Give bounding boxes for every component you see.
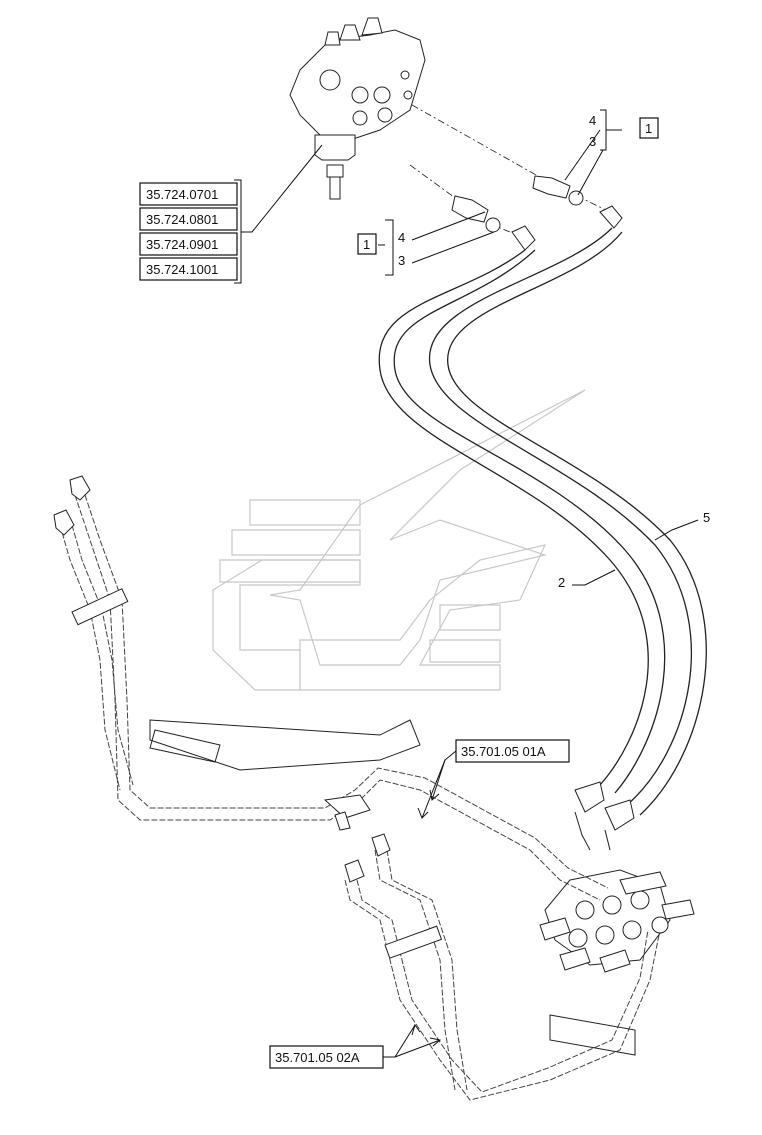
pipe-ref-lower-label: 35.701.05 02A: [275, 1050, 360, 1065]
left-item-label-2: 3: [398, 253, 405, 268]
valve-ref-box-3: [139, 232, 238, 256]
valve-ref-group: 35.724.0701 35.724.0801 35.724.0901 35.7…: [139, 144, 323, 284]
valve-ref-4: 35.724.1001: [146, 262, 218, 277]
pipe-ref-upper-label: 35.701.05 01A: [461, 744, 546, 759]
pipe-assembly-upper: [53, 475, 609, 901]
right-fitting: 4 3 1: [532, 109, 659, 229]
valve-leader: [241, 144, 323, 233]
right-callout-label: 1: [645, 121, 652, 136]
left-item-label-1: 4: [398, 230, 405, 245]
pipe-ref-upper: 35.701.05 01A: [417, 739, 570, 819]
watermark-logo: [212, 389, 586, 691]
left-callout-box: [357, 233, 377, 255]
left-callout-label: 1: [363, 237, 370, 252]
pipe-assembly-lower: [344, 833, 661, 1101]
coupler-manifold: [539, 869, 695, 973]
valve-ref-2: 35.724.0801: [146, 212, 218, 227]
valve-ref-3: 35.724.0901: [146, 237, 218, 252]
hose-label-5: 5: [703, 510, 710, 525]
right-item-label-2: 3: [589, 134, 596, 149]
assembly-lines: [409, 104, 611, 233]
hose-label-2: 2: [558, 575, 565, 590]
valve-ref-box-4: [139, 257, 238, 281]
right-callout-box: [639, 117, 659, 139]
hose-labels: 5 2: [558, 510, 710, 590]
right-item-label-1: 4: [589, 113, 596, 128]
control-valve: [289, 17, 426, 200]
valve-ref-box-2: [139, 207, 238, 231]
valve-ref-box-1: [139, 182, 238, 206]
valve-ref-1: 35.724.0701: [146, 187, 218, 202]
pipe-ref-lower: 35.701.05 02A: [269, 1023, 442, 1069]
hoses: [378, 227, 707, 851]
left-fitting: 4 3 1: [357, 195, 536, 276]
